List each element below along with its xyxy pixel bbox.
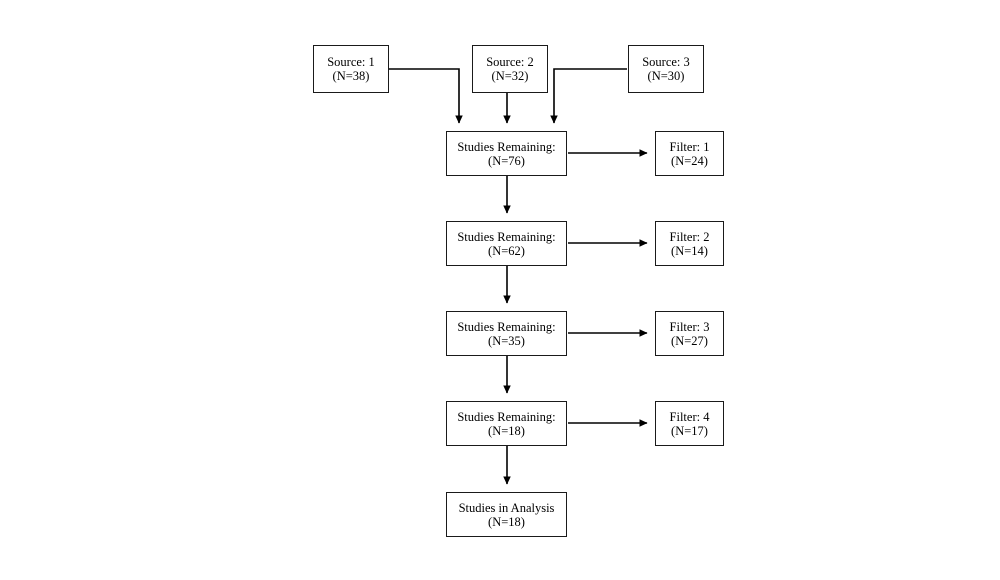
stage-4-count: (N=18) <box>488 423 525 438</box>
source-1-count: (N=38) <box>332 69 370 83</box>
stage-3-label: Studies Remaining: <box>457 319 556 334</box>
source-2-count: (N=32) <box>491 69 529 83</box>
final-label: Studies in Analysis <box>458 500 555 515</box>
edge-source3-to-stage1 <box>550 68 627 124</box>
studies-remaining-box-1[interactable]: Studies Remaining: (N=76) <box>446 131 567 176</box>
stage-3-count: (N=35) <box>488 333 525 348</box>
stage-1-count: (N=76) <box>488 153 525 168</box>
filter-1-count: (N=24) <box>671 153 708 168</box>
source-3-count: (N=30) <box>647 69 685 83</box>
filter-2-label: Filter: 2 <box>669 229 710 244</box>
studies-remaining-box-3[interactable]: Studies Remaining: (N=35) <box>446 311 567 356</box>
source-box-3[interactable]: Source: 3 (N=30) <box>628 45 704 93</box>
studies-remaining-box-2[interactable]: Studies Remaining: (N=62) <box>446 221 567 266</box>
source-1-label: Source: 1 <box>327 55 375 69</box>
edge-source1-to-stage1 <box>389 68 463 124</box>
source-3-label: Source: 3 <box>642 55 690 69</box>
stage-1-label: Studies Remaining: <box>457 139 556 154</box>
stage-2-label: Studies Remaining: <box>457 229 556 244</box>
filter-2-count: (N=14) <box>671 243 708 258</box>
filter-1-label: Filter: 1 <box>669 139 710 154</box>
final-count: (N=18) <box>488 514 525 529</box>
filter-box-3[interactable]: Filter: 3 (N=27) <box>655 311 724 356</box>
filter-box-2[interactable]: Filter: 2 (N=14) <box>655 221 724 266</box>
filter-box-4[interactable]: Filter: 4 (N=17) <box>655 401 724 446</box>
filter-box-1[interactable]: Filter: 1 (N=24) <box>655 131 724 176</box>
stage-2-count: (N=62) <box>488 243 525 258</box>
filter-3-count: (N=27) <box>671 333 708 348</box>
source-2-label: Source: 2 <box>486 55 534 69</box>
filter-4-label: Filter: 4 <box>669 409 710 424</box>
source-box-2[interactable]: Source: 2 (N=32) <box>472 45 548 93</box>
studies-remaining-box-4[interactable]: Studies Remaining: (N=18) <box>446 401 567 446</box>
studies-in-analysis-box[interactable]: Studies in Analysis (N=18) <box>446 492 567 537</box>
stage-4-label: Studies Remaining: <box>457 409 556 424</box>
filter-3-label: Filter: 3 <box>669 319 710 334</box>
source-box-1[interactable]: Source: 1 (N=38) <box>313 45 389 93</box>
filter-4-count: (N=17) <box>671 423 708 438</box>
